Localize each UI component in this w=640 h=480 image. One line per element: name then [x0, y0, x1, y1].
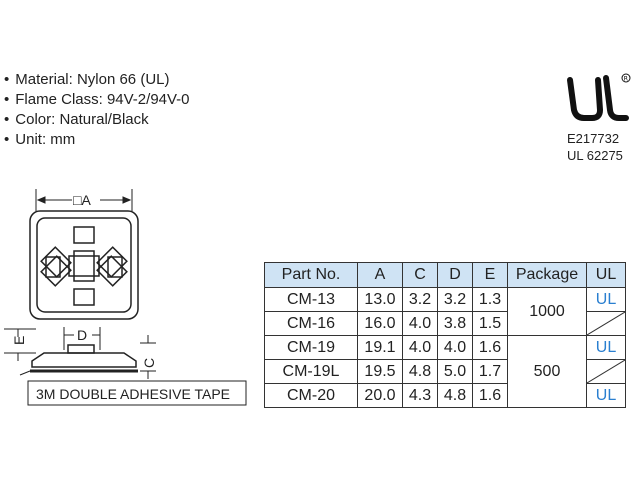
cell-c: 3.2	[402, 287, 438, 312]
cell-ul: UL	[586, 287, 626, 312]
table-row: CM-20 20.0 4.3 4.8 1.6 UL	[264, 383, 626, 408]
cell-a: 19.1	[357, 335, 403, 360]
header-package: Package	[507, 262, 587, 288]
side-view	[31, 344, 137, 368]
spec-table: Part No. A C D E Package UL CM-13 13.0 3…	[264, 262, 626, 408]
cell-e: 1.7	[472, 359, 508, 384]
spec-color: Color: Natural/Black	[4, 110, 190, 130]
mount-technical-drawing: □A D E C	[4, 189, 247, 406]
cell-a: 16.0	[357, 311, 403, 336]
dim-d-label: D	[77, 327, 87, 343]
svg-text:R: R	[624, 76, 628, 83]
dim-a-label: □A	[73, 192, 91, 208]
cell-ul-none	[586, 359, 626, 384]
cell-a: 19.5	[357, 359, 403, 384]
header-c: C	[402, 262, 438, 288]
spec-unit: Unit: mm	[4, 130, 190, 150]
cell-a: 20.0	[357, 383, 403, 408]
header-d: D	[437, 262, 473, 288]
cell-part: CM-20	[264, 383, 358, 408]
cell-d: 4.0	[437, 335, 473, 360]
certification-info: E217732 UL 62275	[567, 130, 623, 164]
cell-part: CM-19L	[264, 359, 358, 384]
tape-label: 3M DOUBLE ADHESIVE TAPE	[36, 386, 230, 402]
cell-part: CM-19	[264, 335, 358, 360]
table-row: CM-16 16.0 4.0 3.8 1.5	[264, 311, 626, 336]
cell-e: 1.3	[472, 287, 508, 312]
cell-e: 1.6	[472, 335, 508, 360]
cell-d: 3.8	[437, 311, 473, 336]
header-ul: UL	[586, 262, 626, 288]
cell-ul: UL	[586, 383, 626, 408]
table-header-row: Part No. A C D E Package UL	[264, 262, 626, 288]
cell-part: CM-16	[264, 311, 358, 336]
dim-e-label: E	[11, 336, 27, 345]
top-view	[29, 210, 139, 320]
cell-c: 4.3	[402, 383, 438, 408]
cell-a: 13.0	[357, 287, 403, 312]
cell-d: 5.0	[437, 359, 473, 384]
ul-standard: UL 62275	[567, 148, 623, 163]
header-a: A	[357, 262, 403, 288]
cell-d: 3.2	[437, 287, 473, 312]
cell-d: 4.8	[437, 383, 473, 408]
spec-flame-class: Flame Class: 94V-2/94V-0	[4, 90, 189, 110]
dim-c-label: C	[141, 358, 157, 368]
ul-listed-logo: R	[567, 73, 631, 121]
cell-ul: UL	[586, 335, 626, 360]
cell-part: CM-13	[264, 287, 358, 312]
cell-c: 4.0	[402, 311, 438, 336]
header-part-no: Part No.	[264, 262, 358, 288]
cell-package-1000: 1000	[507, 287, 587, 336]
cell-e: 1.5	[472, 311, 508, 336]
cell-c: 4.0	[402, 335, 438, 360]
table-row: CM-13 13.0 3.2 3.2 1.3 1000 UL	[264, 287, 626, 336]
table-row: CM-19 19.1 4.0 4.0 1.6 500 UL	[264, 335, 626, 408]
spec-list: Material: Nylon 66 (UL) Flame Class: 94V…	[4, 70, 190, 150]
ul-file-number: E217732	[567, 131, 620, 146]
spec-material: Material: Nylon 66 (UL)	[4, 70, 190, 90]
cell-e: 1.6	[472, 383, 508, 408]
cell-c: 4.8	[402, 359, 438, 384]
cell-package-500: 500	[507, 335, 587, 408]
header-e: E	[472, 262, 508, 288]
cell-ul-none	[586, 311, 626, 336]
